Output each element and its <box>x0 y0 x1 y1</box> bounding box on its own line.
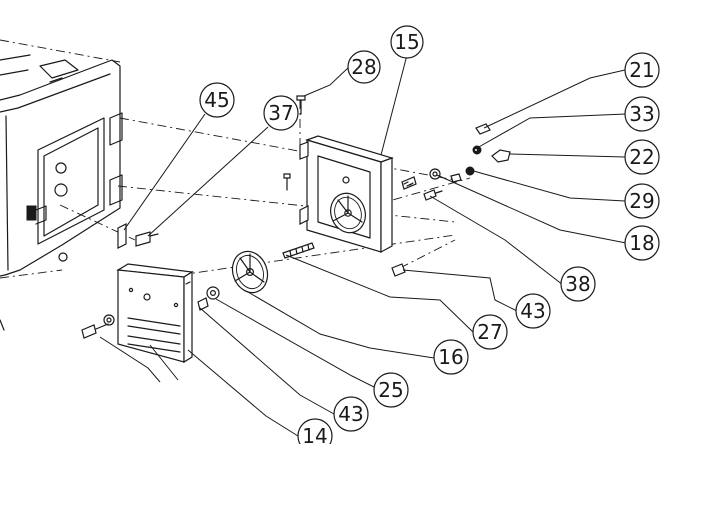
balloon-37: 37 <box>263 95 299 131</box>
door-plate-14 <box>116 263 194 364</box>
leader-lines <box>99 54 627 437</box>
balloon-label: 21 <box>629 58 654 82</box>
balloon-29: 29 <box>624 183 660 219</box>
screw-28 <box>296 95 306 115</box>
balloon-43-left: 43 <box>333 396 369 432</box>
balloon-label: 29 <box>629 189 654 213</box>
frame-plate-15 <box>299 135 394 254</box>
housing-body <box>0 54 123 331</box>
balloon-label: 37 <box>268 101 293 125</box>
balloon-label: 15 <box>394 30 419 54</box>
balloon-label: 25 <box>378 378 403 402</box>
balloon-28: 28 <box>347 50 381 84</box>
balloon-label: 18 <box>629 231 654 255</box>
crop-mask <box>0 444 715 524</box>
balloon-33: 33 <box>624 96 660 132</box>
balloon-27: 27 <box>472 314 508 350</box>
balloon-label: 45 <box>204 88 229 112</box>
handwheel-16 <box>231 250 269 294</box>
shaft-27 <box>282 242 315 259</box>
balloon-label: 43 <box>338 402 363 426</box>
balloon-label: 38 <box>565 272 590 296</box>
bracket-45-37 <box>117 223 159 249</box>
balloon-15: 15 <box>390 25 424 59</box>
balloon-label: 16 <box>438 345 463 369</box>
balloon-45: 45 <box>199 82 235 118</box>
balloon-label: 22 <box>629 145 654 169</box>
balloon-label: 43 <box>520 299 545 323</box>
balloon-18: 18 <box>624 225 660 261</box>
balloon-22: 22 <box>624 139 660 175</box>
balloon-16: 16 <box>433 339 469 375</box>
hardware-right <box>391 123 511 277</box>
balloon-label: 33 <box>629 102 654 126</box>
balloon-38: 38 <box>560 266 596 302</box>
balloon-21: 21 <box>624 52 660 88</box>
balloon-label: 28 <box>351 55 376 79</box>
screw-frame-left <box>283 173 291 191</box>
screw-washer-group <box>81 286 220 339</box>
balloon-25: 25 <box>373 372 409 408</box>
balloon-43-right: 43 <box>515 293 551 329</box>
balloon-label: 27 <box>477 320 502 344</box>
